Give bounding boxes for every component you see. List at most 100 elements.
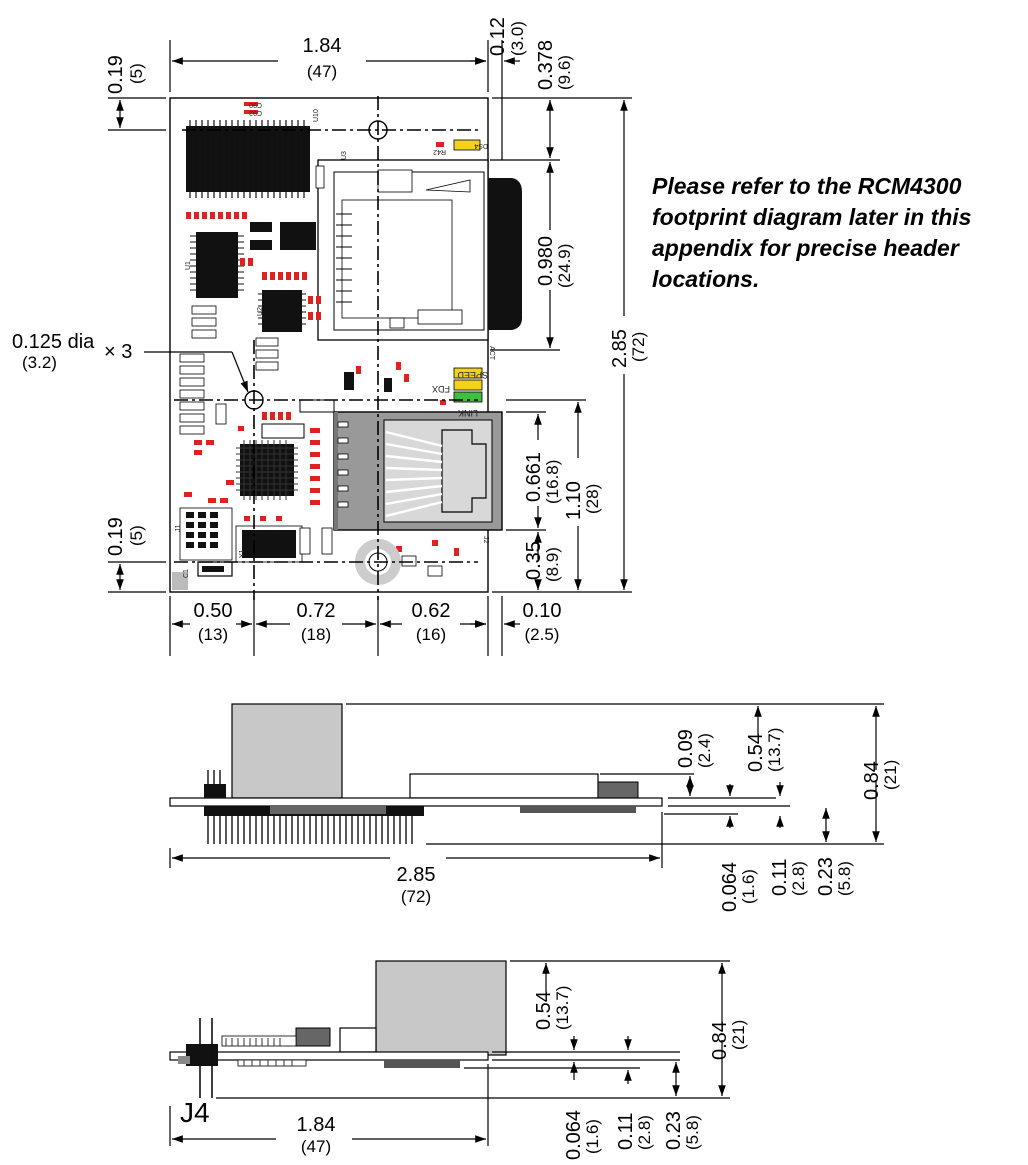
dim-hole-dia-in: 0.125 dia	[12, 331, 95, 353]
label-c92: C92	[249, 109, 262, 116]
side2-dim-b-in: 0.54	[533, 991, 555, 1030]
side-view-short: J4 1.84 (47) 0.54 (13.7) 0.84 (21) 0.064…	[169, 960, 748, 1160]
note-line-4: locations.	[652, 266, 759, 292]
side1-dim-e-in: 0.11	[769, 859, 791, 896]
dim-card-top-mm: (9.6)	[555, 55, 574, 90]
side1-dim-d-mm: (1.6)	[739, 869, 758, 904]
u2-chip	[262, 290, 302, 332]
dim-card-height-mm: (24.9)	[555, 244, 574, 288]
side1-dim-c-in: 0.84	[861, 761, 883, 800]
dim-card-height-in: 0.980	[535, 236, 557, 286]
dim-width-in: 1.84	[303, 35, 342, 57]
side2-dim-d-mm: (1.6)	[583, 1119, 602, 1154]
dim-ethernet-bottom-in: 0.35	[523, 541, 545, 580]
label-c90: C90	[249, 101, 262, 108]
dim-height-mm: (72)	[629, 332, 648, 362]
side1-dim-a-in: 0.09	[675, 729, 697, 768]
sd-card-slot	[317, 159, 522, 341]
dim-x1-mm: (13)	[198, 625, 228, 644]
note-line-3: appendix for precise header	[652, 235, 960, 261]
side1-dim-f-in: 0.23	[815, 857, 837, 896]
side-view-long: 2.85 (72) 0.09 (2.4) 0.54 (13.7) 0.84 (2…	[169, 703, 900, 912]
label-y1: Y1	[239, 549, 246, 558]
dim-x2-mm: (18)	[301, 625, 331, 644]
dim-bottom-hole-in: 0.19	[105, 517, 127, 556]
side2-dim-c-mm: (21)	[729, 1020, 748, 1050]
dim-top-hole-in: 0.19	[105, 55, 127, 94]
reference-note: Please refer to the RCM4300 footprint di…	[652, 173, 971, 292]
dim-x2-in: 0.72	[297, 600, 336, 622]
side1-dim-c-mm: (21)	[881, 760, 900, 790]
label-ds4: DS4	[474, 142, 488, 149]
dim-ethernet-in: 0.661	[523, 452, 545, 502]
dim-right-gap-mm: (3.0)	[508, 21, 527, 56]
label-speed: SPEED	[457, 370, 488, 380]
dim-hole-count: × 3	[104, 341, 132, 363]
dim-card-top-in: 0.378	[535, 40, 557, 90]
top-view: C90 C92 DS4 R42 U10 U3 U1 U2 J1 J2 Y1 C1…	[12, 17, 648, 656]
header-j4	[186, 1044, 218, 1066]
side2-dim-e-mm: (2.8)	[635, 1115, 654, 1150]
label-act: ACT	[488, 346, 495, 361]
dim-bottom-hole-mm: (5)	[127, 525, 146, 546]
note-line-1: Please refer to the RCM4300	[652, 173, 962, 199]
label-u10: U10	[313, 109, 320, 122]
header-pins	[207, 816, 413, 844]
silkscreen-labels: C90 C92 DS4 R42 U10 U3 U1 U2 J1 J2 Y1 C1…	[175, 101, 495, 578]
led-speed	[453, 367, 483, 379]
side2-dim-c-in: 0.84	[709, 1021, 731, 1060]
dim-x3-mm: (16)	[416, 625, 446, 644]
side2-dim-b-mm: (13.7)	[553, 986, 572, 1030]
dim-x1-in: 0.50	[194, 600, 233, 622]
dim-height-in: 2.85	[609, 329, 631, 368]
side1-width-mm: (72)	[401, 887, 431, 906]
dim-ethernet-span-mm: (28)	[583, 484, 602, 514]
dim-ethernet-bottom-mm: (8.9)	[543, 547, 562, 582]
label-u2: U2	[257, 307, 264, 316]
label-u3: U3	[341, 151, 348, 160]
note-line-2: footprint diagram later in this	[652, 204, 971, 230]
label-c1: C1	[183, 569, 190, 578]
jumper-pads	[179, 305, 279, 435]
top-view-dimension-lines	[108, 40, 632, 656]
smd-components	[184, 102, 459, 556]
label-j1: J1	[175, 525, 182, 533]
dim-ethernet-span-in: 1.10	[563, 481, 585, 520]
led-fdx	[453, 379, 483, 391]
side1-dim-b-in: 0.54	[745, 733, 767, 772]
label-j4: J4	[180, 1097, 210, 1128]
side1-width-in: 2.85	[397, 864, 436, 886]
dim-x3-in: 0.62	[412, 600, 451, 622]
label-r42: R42	[433, 148, 446, 155]
side2-dim-f-in: 0.23	[663, 1111, 685, 1150]
label-link: LINK	[458, 408, 478, 418]
led-link	[453, 391, 483, 403]
side2-dim-e-in: 0.11	[615, 1113, 637, 1150]
dim-hole-dia-mm: (3.2)	[22, 353, 57, 372]
label-u1: U1	[185, 261, 192, 270]
dim-width-mm: (47)	[307, 62, 337, 81]
side1-dim-b-mm: (13.7)	[765, 728, 784, 772]
dim-ethernet-mm: (16.8)	[543, 460, 562, 504]
side1-dim-d-in: 0.064	[719, 862, 741, 912]
processor-chip	[240, 444, 294, 496]
label-fdx: FDX	[432, 384, 450, 394]
side2-width-mm: (47)	[301, 1137, 331, 1156]
side1-dim-e-mm: (2.8)	[789, 861, 808, 896]
u1-chip	[196, 232, 238, 298]
flash-chip	[186, 126, 310, 192]
side1-dim-f-mm: (5.8)	[835, 861, 854, 896]
side2-dim-d-in: 0.064	[563, 1110, 585, 1160]
crystal-y1	[242, 530, 296, 558]
ethernet-jack	[333, 411, 503, 531]
dim-x4-in: 0.10	[523, 600, 562, 622]
dim-x4-mm: (2.5)	[525, 625, 560, 644]
label-j2: J2	[482, 536, 489, 544]
u3-chip	[280, 222, 316, 250]
side1-dim-a-mm: (2.4)	[695, 733, 714, 768]
dim-top-hole-mm: (5)	[127, 63, 146, 84]
side2-width-in: 1.84	[297, 1114, 336, 1136]
dim-right-gap-in: 0.12	[487, 17, 509, 56]
